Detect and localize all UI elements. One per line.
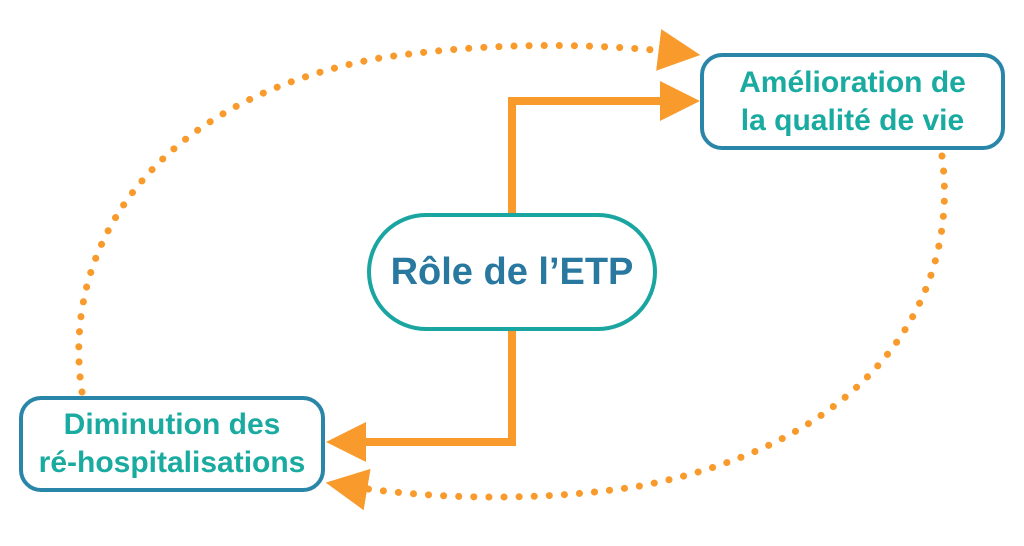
outcome-node-quality-of-life-label: Amélioration de la qualité de vie: [739, 64, 966, 140]
outcome-node-rehospitalisation-label: Diminution des ré-hospitalisations: [39, 406, 306, 482]
arrow-center-to-quality-of-life: [508, 81, 700, 213]
outcome-quality-of-life-line-2: la qualité de vie: [740, 103, 965, 137]
outcome-rehospitalisation-line-2: ré-hospitalisations: [38, 446, 306, 479]
dotted-arc-rehospitalisation-to-quality-of-life: [75, 29, 701, 396]
outcome-rehospitalisation-line-1: Diminution des: [63, 408, 281, 441]
outcome-node-quality-of-life: Amélioration de la qualité de vie: [700, 53, 1005, 150]
center-node-role-etp: Rôle de l’ETP: [367, 213, 657, 331]
center-node-label: Rôle de l’ETP: [390, 250, 634, 293]
outcome-node-rehospitalisation: Diminution des ré-hospitalisations: [19, 396, 325, 492]
arrow-center-to-rehospitalisation: [326, 331, 516, 462]
dotted-arc-quality-of-life-to-rehospitalisation: [325, 152, 948, 511]
outcome-quality-of-life-line-1: Amélioration de: [739, 65, 966, 99]
